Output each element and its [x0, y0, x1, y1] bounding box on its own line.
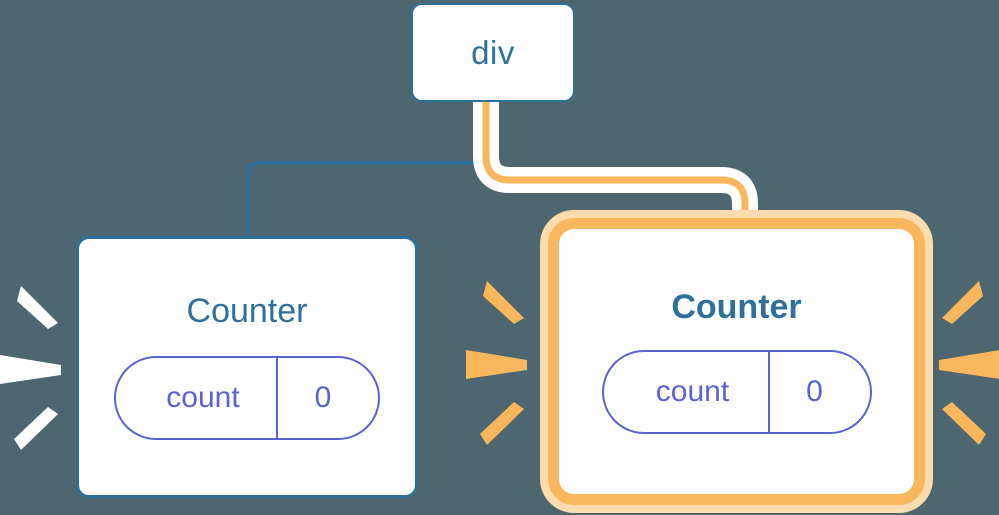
- state-pill-key: count: [655, 374, 730, 408]
- sparkle-burst-left: [0, 286, 61, 450]
- state-pill-count-highlight[interactable]: count 0: [601, 349, 872, 434]
- state-pill-value: 0: [806, 374, 823, 408]
- sparkle-icon: [942, 281, 983, 324]
- sparkle-icon: [17, 286, 58, 329]
- sparkle-icon: [0, 355, 61, 384]
- edge-div-to-counter-plain: [246, 100, 495, 240]
- node-counter-highlight-title: Counter: [671, 287, 802, 326]
- state-pill-divider: [276, 358, 278, 438]
- node-div[interactable]: div: [411, 3, 575, 102]
- node-counter-highlight[interactable]: Counter count 0: [548, 218, 925, 505]
- node-counter-plain-body: Counter count 0: [79, 239, 415, 495]
- node-counter-highlight-body: Counter count 0: [559, 229, 914, 494]
- sparkle-icon: [480, 402, 524, 445]
- sparkle-icon: [14, 407, 58, 450]
- state-pill-key: count: [166, 381, 240, 414]
- state-pill-divider: [767, 351, 770, 432]
- sparkle-burst-middle: [466, 281, 527, 445]
- sparkle-icon: [483, 281, 524, 324]
- sparkle-icon: [942, 402, 986, 445]
- node-counter-plain[interactable]: Counter count 0: [76, 236, 418, 498]
- state-pill-value: 0: [314, 381, 332, 414]
- edge-div-to-counter-highlight: [482, 100, 749, 240]
- state-pill-count-plain[interactable]: count 0: [114, 356, 380, 440]
- node-counter-plain-title: Counter: [186, 292, 308, 330]
- sparkle-burst-right: [939, 281, 999, 445]
- sparkle-icon: [939, 350, 999, 379]
- node-div-label: div: [471, 34, 515, 71]
- sparkle-icon: [466, 350, 527, 379]
